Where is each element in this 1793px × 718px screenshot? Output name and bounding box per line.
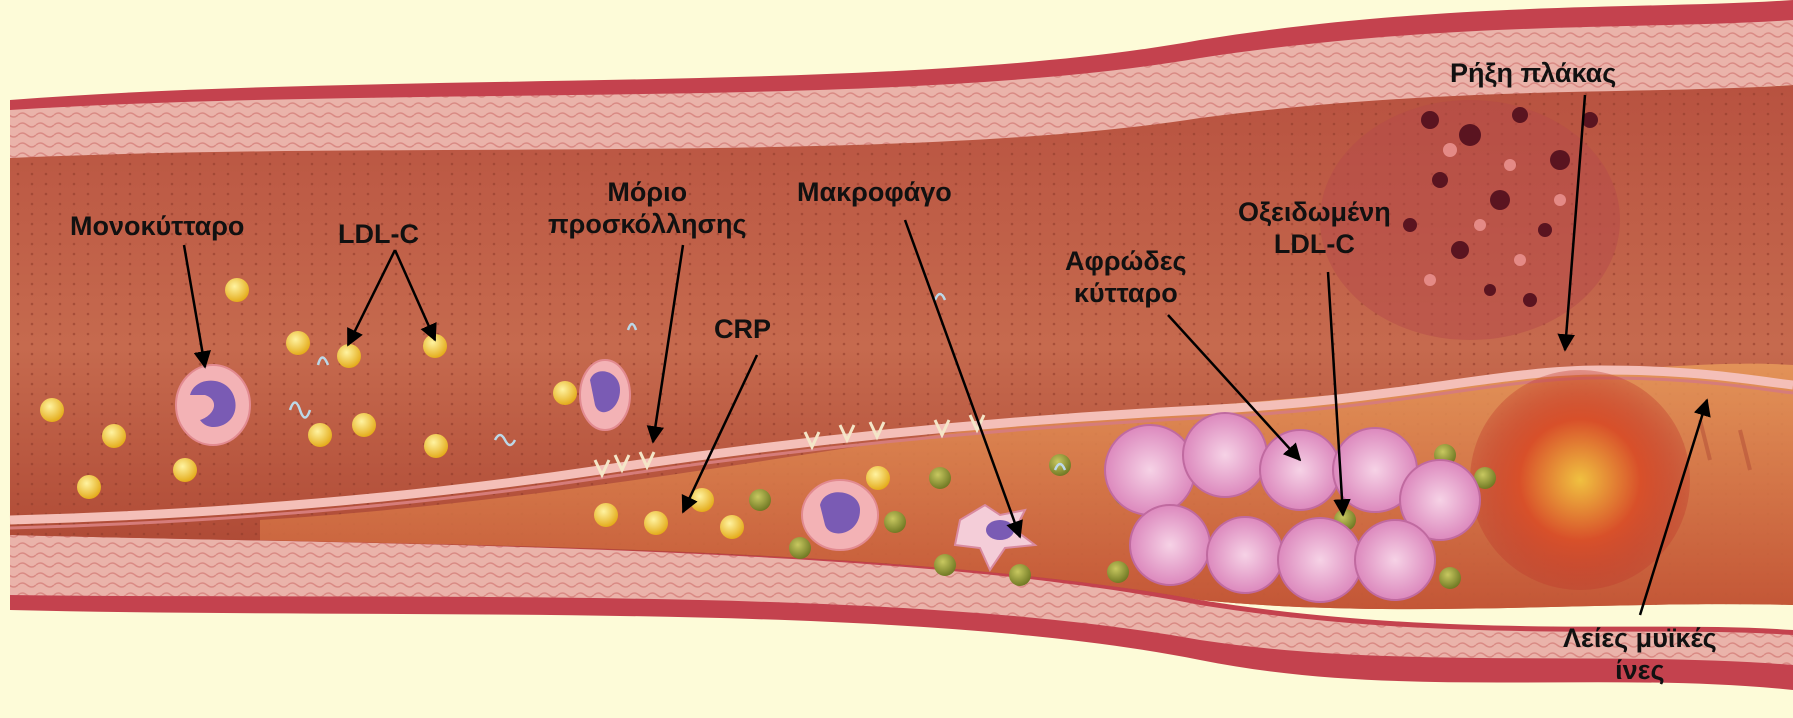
label-oxldl-line1: Οξειδωμένη [1238,196,1391,228]
label-foam-line2: κύτταρο [1065,277,1187,309]
label-oxldl-line2: LDL-C [1238,228,1391,260]
label-oxidized-ldl: Οξειδωμένη LDL-C [1238,196,1391,260]
label-foam-line1: Αφρώδες [1065,245,1187,277]
label-smooth-line2: ίνες [1563,654,1717,686]
label-crp: CRP [714,313,771,345]
monocyte-wall [802,480,878,550]
label-adhesion-line2: προσκόλλησης [548,208,747,240]
label-crp-text: CRP [714,313,771,345]
monocyte-lumen [176,365,250,445]
label-ldl-text: LDL-C [338,218,419,250]
label-smooth-muscle: Λείες μυϊκές ίνες [1563,622,1717,686]
label-foam-cell: Αφρώδες κύτταρο [1065,245,1187,309]
label-plaque-rupture: Ρήξη πλάκας [1450,57,1616,89]
monocyte-adhering [580,360,630,430]
label-monocyte: Μονοκύτταρο [70,210,244,242]
label-macrophage-text: Μακροφάγο [797,176,952,208]
label-ldl: LDL-C [338,218,419,250]
label-adhesion-line1: Μόριο [548,176,747,208]
label-smooth-line1: Λείες μυϊκές [1563,622,1717,654]
label-monocyte-text: Μονοκύτταρο [70,210,244,242]
label-adhesion-molecule: Μόριο προσκόλλησης [548,176,747,240]
label-rupture-text: Ρήξη πλάκας [1450,57,1616,89]
label-macrophage: Μακροφάγο [797,176,952,208]
